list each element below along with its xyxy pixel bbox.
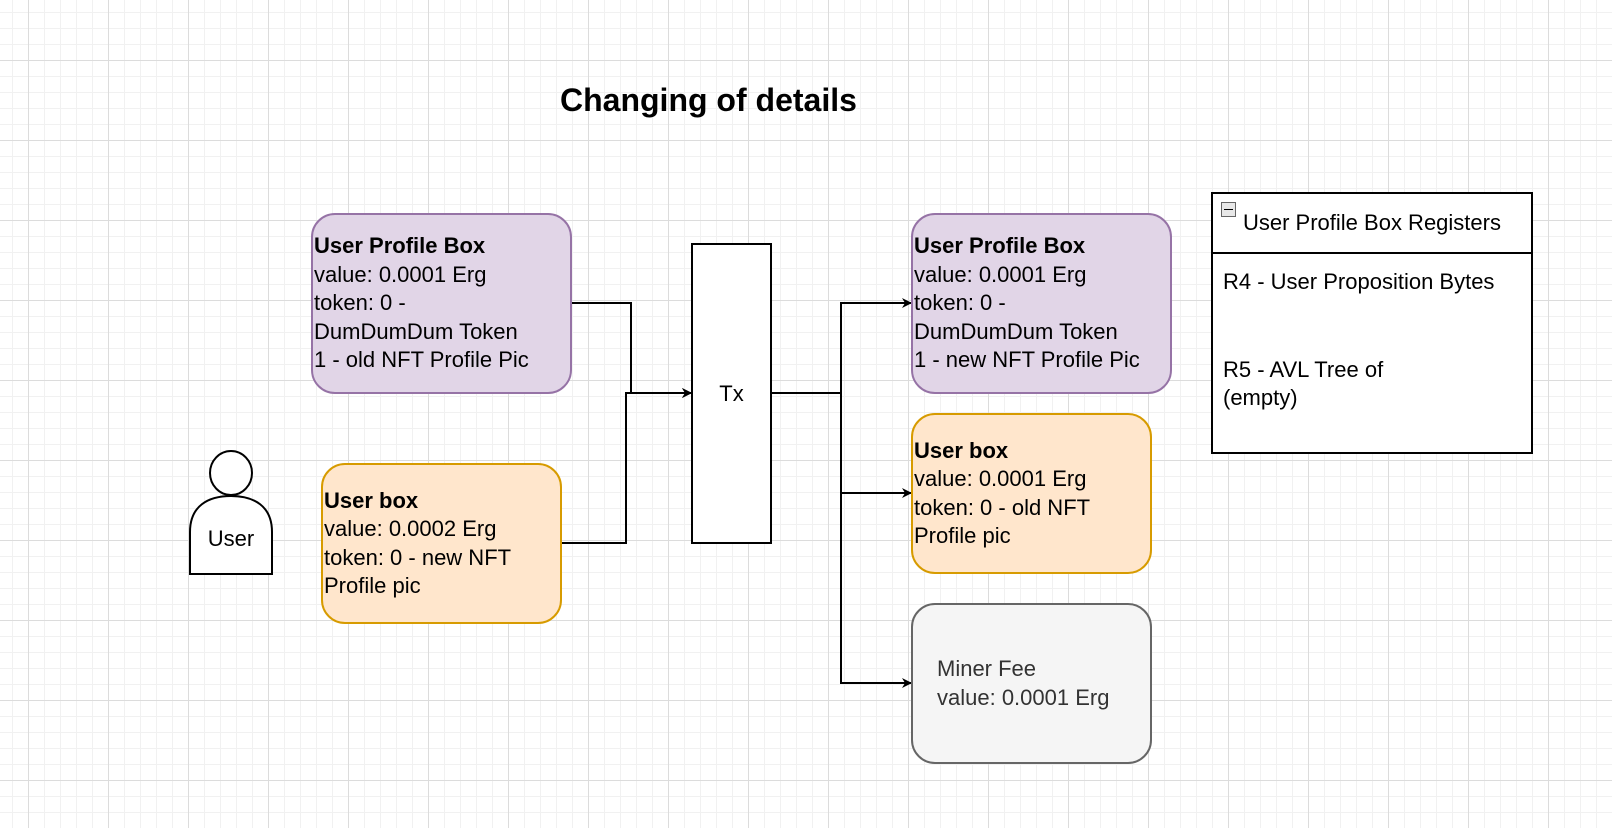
box-line: token: 0 - old NFT bbox=[914, 494, 1091, 520]
box-line: token: 0 - bbox=[914, 290, 1006, 316]
output-user-profile-box[interactable]: User Profile Box value: 0.0001 Erg token… bbox=[911, 213, 1172, 394]
register-line: (empty) bbox=[1223, 385, 1298, 410]
box-line: value: 0.0002 Erg bbox=[324, 516, 497, 541]
box-line: DumDumDum Token bbox=[914, 318, 1118, 344]
box-line: Profile pic bbox=[914, 523, 1011, 548]
edge-tx-to-userbox[interactable] bbox=[840, 393, 912, 498]
edge-userbox-to-tx[interactable] bbox=[562, 388, 692, 544]
output-miner-fee-box[interactable]: Miner Fee value: 0.0001 Erg bbox=[911, 603, 1152, 764]
box-heading: User box bbox=[324, 487, 419, 513]
box-line: value: 0.0001 Erg bbox=[314, 261, 487, 287]
box-line: token: 0 - new NFT bbox=[324, 544, 512, 570]
output-user-box[interactable]: User box value: 0.0001 Erg token: 0 - ol… bbox=[911, 413, 1152, 574]
box-line: 1 - new NFT Profile Pic bbox=[914, 347, 1140, 373]
edge-profile-to-tx[interactable] bbox=[572, 302, 692, 398]
diagram-title: Changing of details bbox=[560, 82, 857, 118]
edge-tx-to-minerfee[interactable] bbox=[840, 493, 912, 688]
user-actor-icon[interactable] bbox=[188, 450, 274, 576]
register-row-r4: R4 - User Proposition Bytes bbox=[1223, 269, 1495, 294]
box-line: value: 0.0001 Erg bbox=[937, 684, 1110, 710]
register-row-r5: R5 - AVL Tree of (empty) bbox=[1213, 356, 1383, 412]
transaction-label: Tx bbox=[719, 380, 744, 406]
register-line: R5 - AVL Tree of bbox=[1223, 357, 1384, 382]
registers-table[interactable]: User Profile Box Registers R4 - User Pro… bbox=[1211, 192, 1533, 454]
box-line: token: 0 - bbox=[314, 290, 406, 316]
collapse-icon[interactable] bbox=[1221, 202, 1236, 217]
box-line: 1 - old NFT Profile Pic bbox=[314, 347, 529, 373]
edge-tx-to-profile[interactable] bbox=[772, 298, 912, 394]
box-line: value: 0.0001 Erg bbox=[914, 466, 1087, 491]
user-actor-label: User bbox=[207, 526, 255, 551]
box-line: Profile pic bbox=[324, 573, 421, 598]
box-line: DumDumDum Token bbox=[314, 318, 518, 344]
box-line: Miner Fee bbox=[937, 656, 1037, 681]
box-heading: User box bbox=[914, 437, 1009, 463]
box-heading: User Profile Box bbox=[314, 233, 486, 259]
transaction-node[interactable]: Tx bbox=[691, 243, 772, 544]
input-user-profile-box[interactable]: User Profile Box value: 0.0001 Erg token… bbox=[311, 213, 572, 394]
box-heading: User Profile Box bbox=[914, 233, 1086, 259]
input-user-box[interactable]: User box value: 0.0002 Erg token: 0 - ne… bbox=[321, 463, 562, 624]
registers-header: User Profile Box Registers bbox=[1213, 194, 1531, 254]
registers-title: User Profile Box Registers bbox=[1243, 210, 1501, 235]
box-line: value: 0.0001 Erg bbox=[914, 261, 1087, 287]
